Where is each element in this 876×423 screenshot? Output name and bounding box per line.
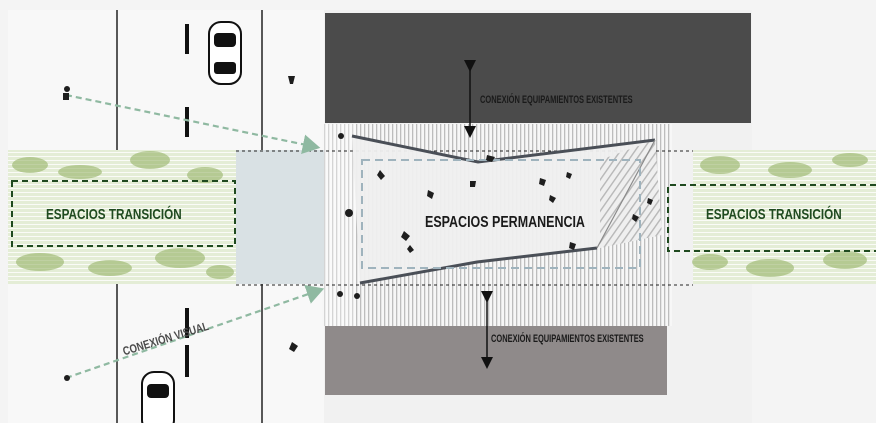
car-icon: [141, 371, 175, 423]
plaza-outline: [361, 159, 641, 269]
transition-label-left: ESPACIOS TRANSICIÓN: [46, 206, 182, 223]
block-top: [325, 13, 751, 123]
transition-frame-right: [667, 184, 876, 252]
pedestrian-icon: [63, 76, 653, 381]
block-bottom: [325, 326, 667, 395]
car-icon: [208, 21, 242, 85]
permanence-label: ESPACIOS PERMANENCIA: [425, 214, 585, 231]
crosswalk-block: [236, 150, 324, 284]
canopy-shape: [352, 136, 655, 282]
vegetation: [12, 151, 868, 279]
connection-label-top: CONEXIÓN EQUIPAMIENTOS EXISTENTES: [480, 94, 633, 106]
transition-label-right: ESPACIOS TRANSICIÓN: [706, 206, 842, 223]
connection-label-bottom: CONEXIÓN EQUIPAMIENTOS EXISTENTES: [491, 333, 644, 345]
transition-frame-left: [11, 180, 236, 247]
